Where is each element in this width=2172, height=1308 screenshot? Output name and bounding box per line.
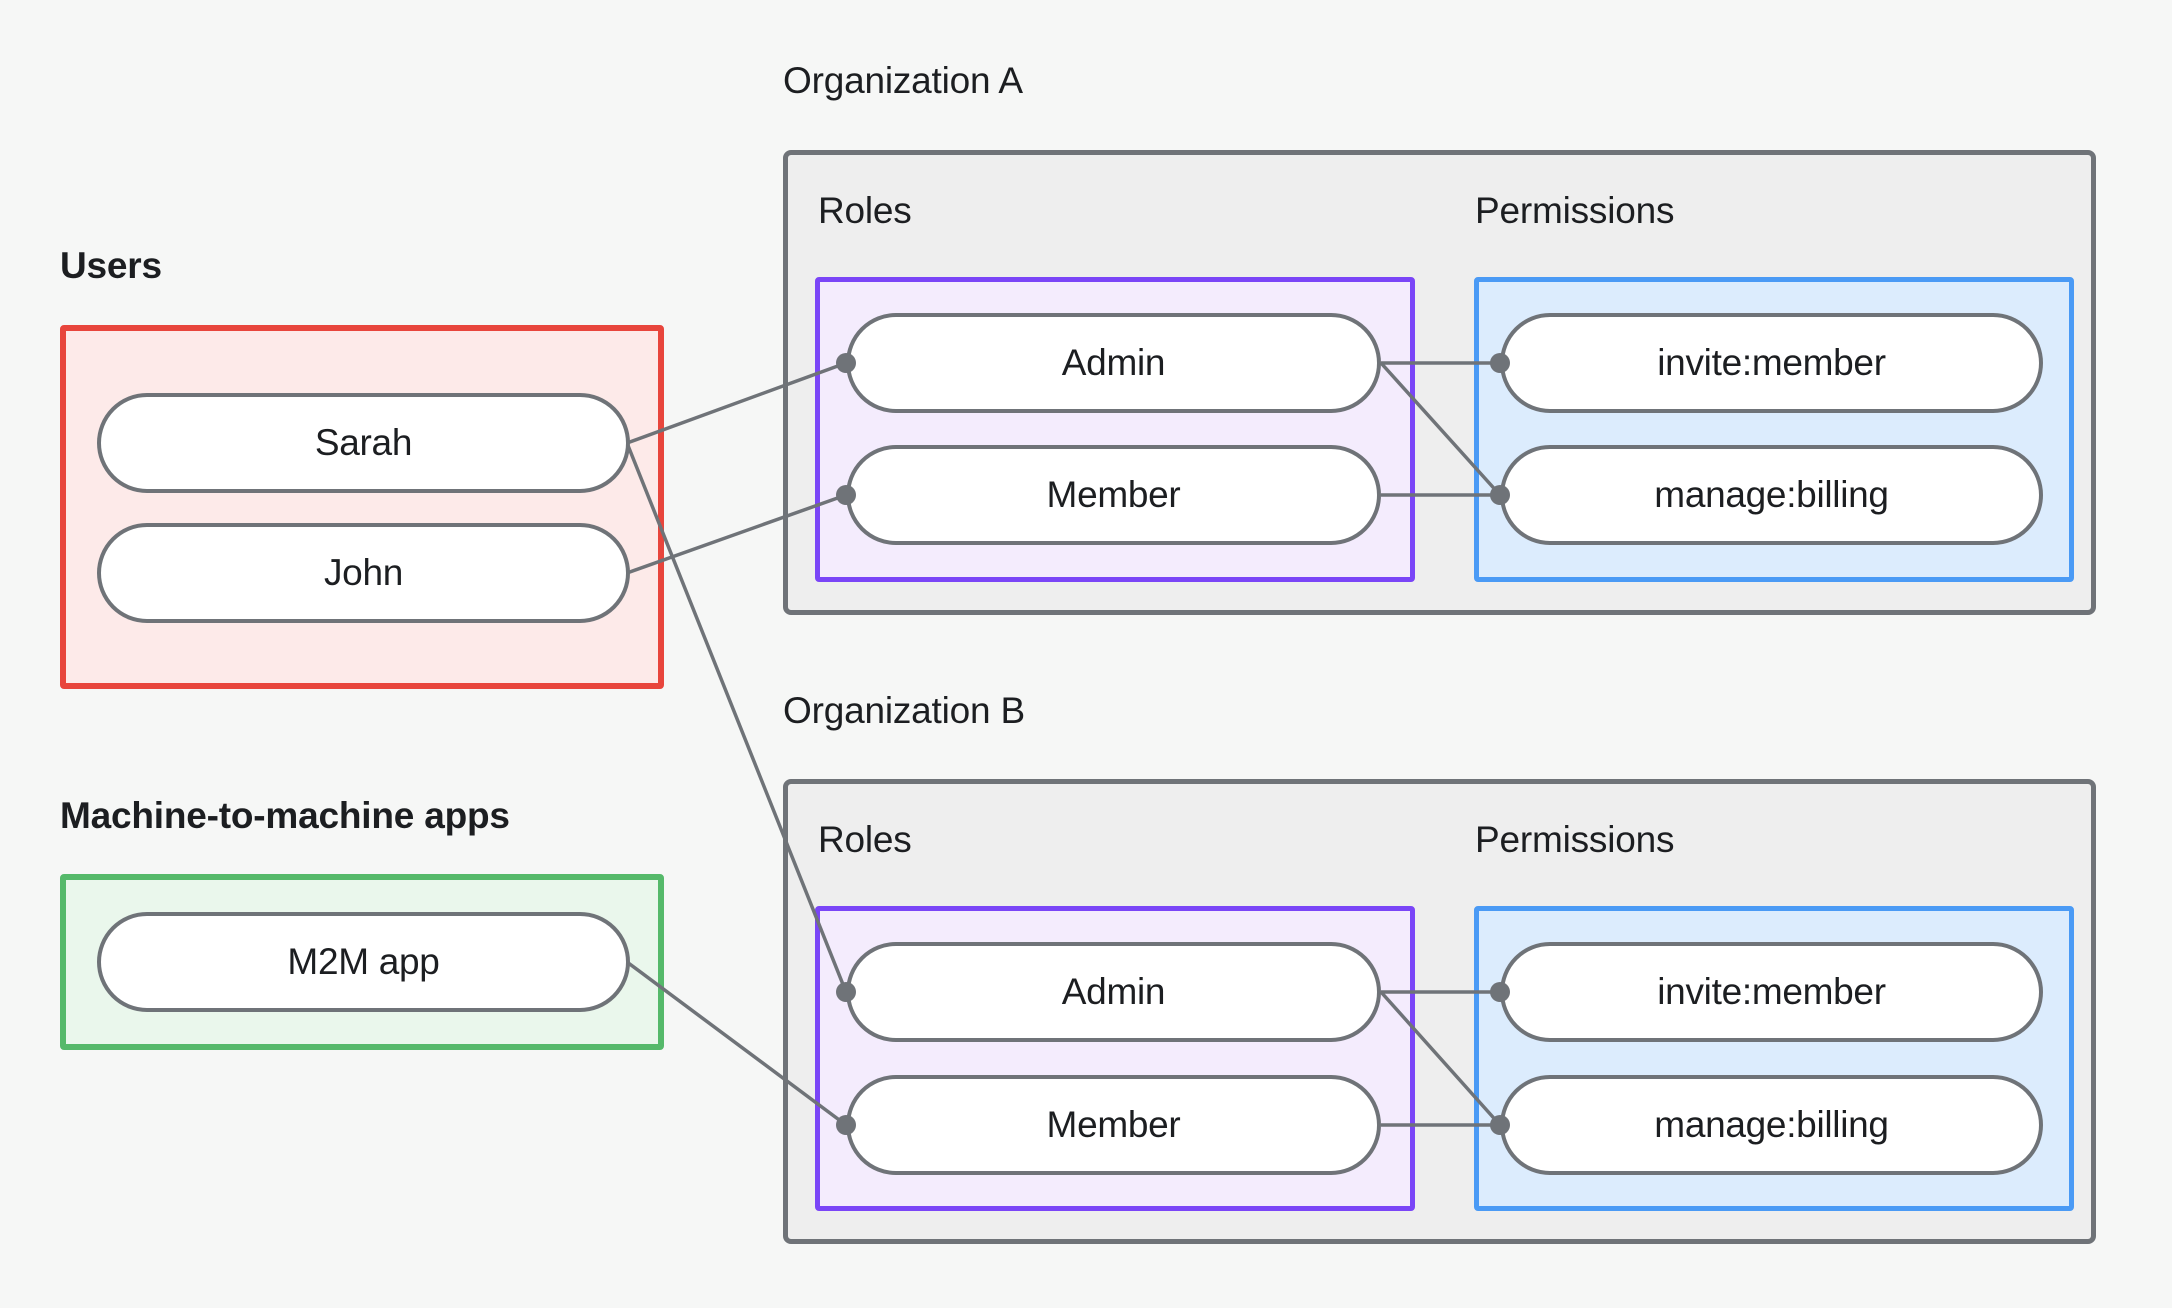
orgB-permissions-title: Permissions [1475, 819, 1675, 860]
port-dot-orgA-invite-in [1490, 353, 1510, 373]
node-label: Sarah [314, 422, 413, 463]
node-user-sarah[interactable]: Sarah [97, 393, 630, 493]
node-m2m-app[interactable]: M2M app [97, 912, 630, 1012]
node-orgA-perm-invite-member[interactable]: invite:member [1500, 313, 2043, 413]
node-label: manage:billing [1654, 1104, 1889, 1145]
orgB-roles-title: Roles [818, 819, 912, 860]
port-dot-orgB-invite-in [1490, 982, 1510, 1002]
node-label: Admin [1061, 342, 1166, 383]
port-dot-orgB-admin-in [836, 982, 856, 1002]
node-orgB-perm-manage-billing[interactable]: manage:billing [1500, 1075, 2043, 1175]
port-dot-orgB-member-in [836, 1115, 856, 1135]
node-label: Member [1046, 474, 1181, 515]
node-orgB-role-admin[interactable]: Admin [846, 942, 1381, 1042]
node-label: Admin [1061, 971, 1166, 1012]
organization-a-title: Organization A [783, 60, 1023, 101]
node-label: John [323, 552, 404, 593]
orgA-roles-title: Roles [818, 190, 912, 231]
port-dot-orgB-billing-in [1490, 1115, 1510, 1135]
node-user-john[interactable]: John [97, 523, 630, 623]
users-group-title: Users [60, 245, 162, 286]
port-dot-orgA-admin-in [836, 353, 856, 373]
node-label: manage:billing [1654, 474, 1889, 515]
node-label: M2M app [287, 941, 440, 982]
node-orgA-role-member[interactable]: Member [846, 445, 1381, 545]
users-container [60, 325, 664, 689]
node-orgA-perm-manage-billing[interactable]: manage:billing [1500, 445, 2043, 545]
organization-b-title: Organization B [783, 690, 1025, 731]
orgA-permissions-title: Permissions [1475, 190, 1675, 231]
m2m-group-title: Machine-to-machine apps [60, 795, 510, 836]
node-label: invite:member [1657, 342, 1886, 383]
node-orgB-perm-invite-member[interactable]: invite:member [1500, 942, 2043, 1042]
node-orgA-role-admin[interactable]: Admin [846, 313, 1381, 413]
node-orgB-role-member[interactable]: Member [846, 1075, 1381, 1175]
port-dot-orgA-member-in [836, 485, 856, 505]
port-dot-orgA-billing-in [1490, 485, 1510, 505]
node-label: Member [1046, 1104, 1181, 1145]
node-label: invite:member [1657, 971, 1886, 1012]
